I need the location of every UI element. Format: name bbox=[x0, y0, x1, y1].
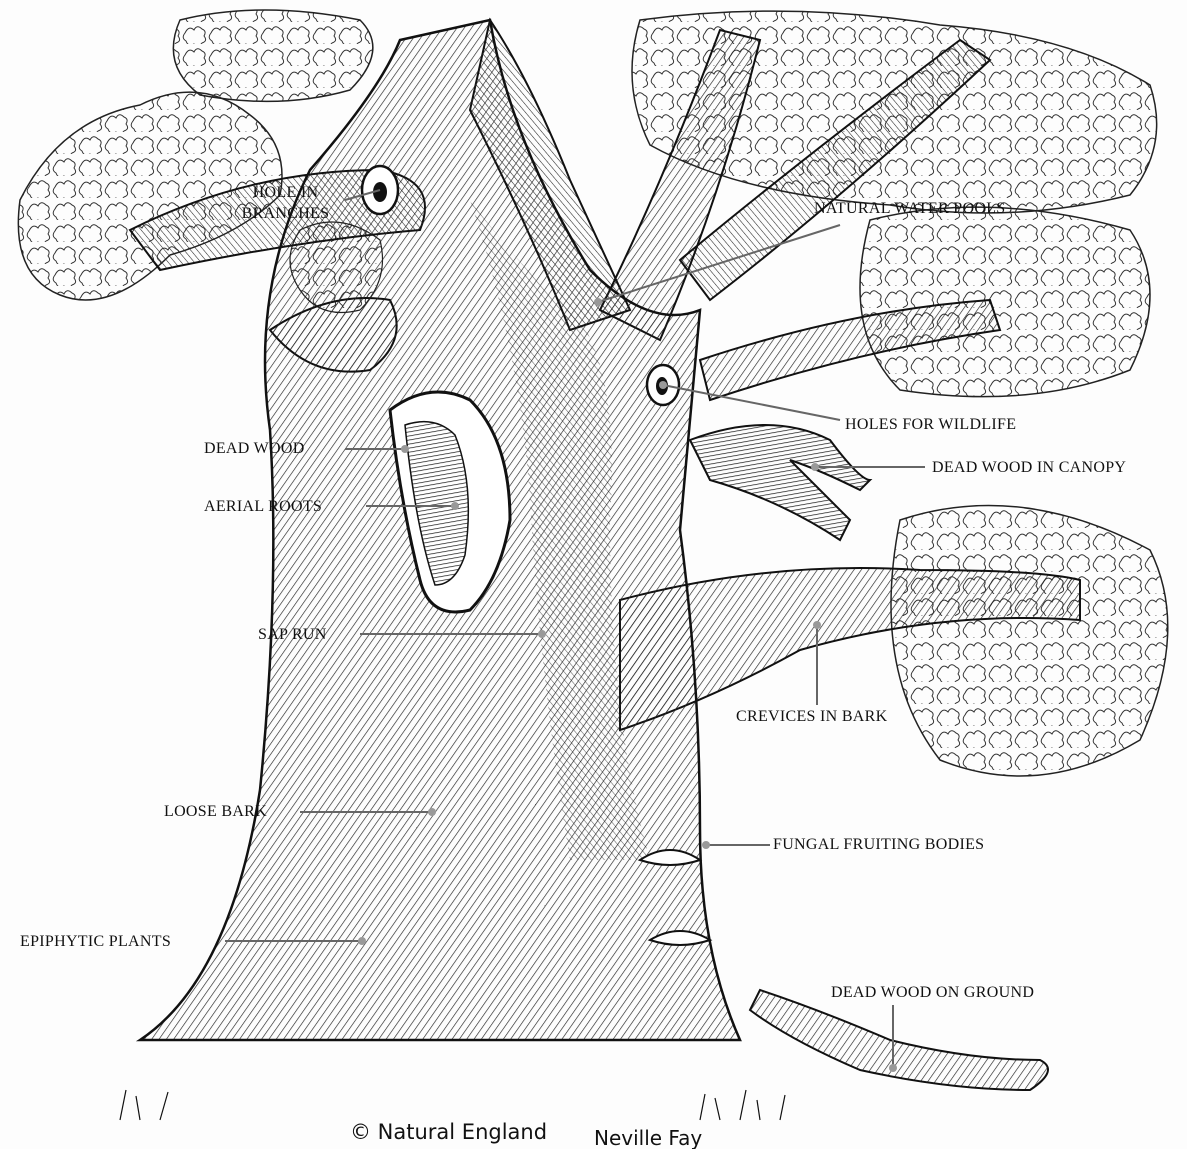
fallen-log bbox=[750, 990, 1048, 1090]
label-hole-in-branches: HOLE IN BRANCHES bbox=[228, 182, 343, 224]
label-sap-run: SAP RUN bbox=[258, 624, 327, 645]
label-fungal-fruiting-bodies: FUNGAL FRUITING BODIES bbox=[773, 834, 984, 855]
label-hole-in-branches-line2: BRANCHES bbox=[228, 203, 343, 224]
label-holes-for-wildlife: HOLES FOR WILDLIFE bbox=[845, 414, 1016, 435]
label-loose-bark: LOOSE BARK bbox=[164, 801, 267, 822]
grass bbox=[120, 1090, 785, 1120]
label-dead-wood: DEAD WOOD bbox=[204, 438, 305, 459]
label-aerial-roots: AERIAL ROOTS bbox=[204, 496, 322, 517]
copyright-credit: © Natural England bbox=[350, 1120, 547, 1144]
label-dead-wood-on-ground: DEAD WOOD ON GROUND bbox=[831, 982, 1034, 1003]
label-natural-water-pools: NATURAL WATER POOLS bbox=[814, 198, 1006, 219]
label-hole-in-branches-line1: HOLE IN bbox=[228, 182, 343, 203]
label-crevices-in-bark: CREVICES IN BARK bbox=[736, 706, 887, 727]
label-epiphytic-plants: EPIPHYTIC PLANTS bbox=[20, 931, 171, 952]
artist-credit: Neville Fay bbox=[594, 1126, 702, 1149]
label-dead-wood-in-canopy: DEAD WOOD IN CANOPY bbox=[932, 457, 1126, 478]
